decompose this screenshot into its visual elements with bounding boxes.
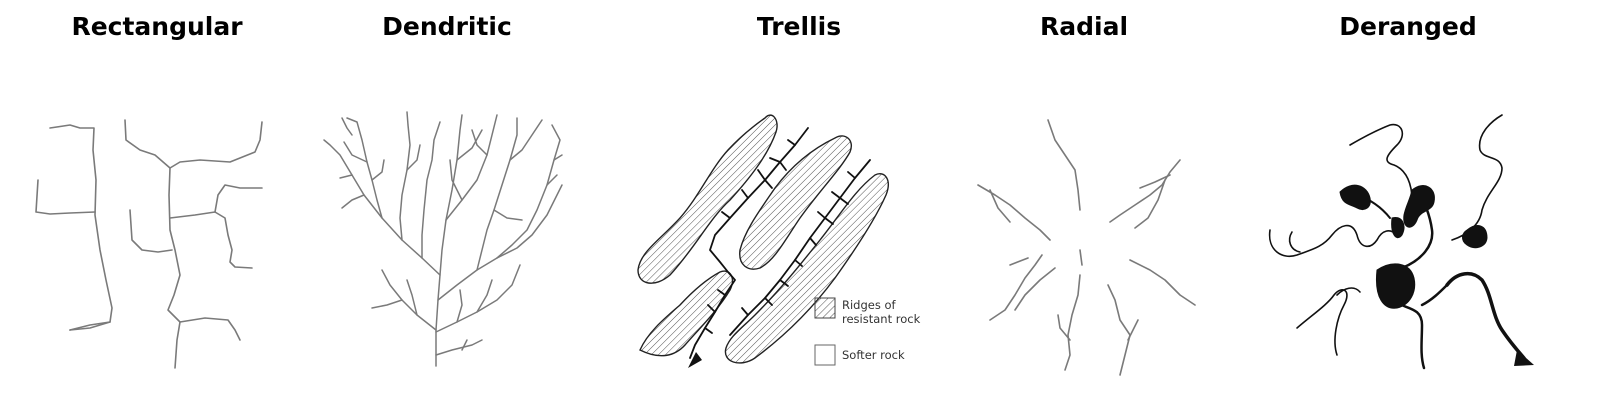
stream-mid-upper [124,119,171,169]
ridge-2 [739,135,852,270]
deranged-outlet-stream [1445,272,1526,360]
trellis-stream-2 [729,159,871,336]
radial-stream-se-trib [1127,319,1139,341]
branch-left-sub1 [341,194,365,209]
deranged-stream-left-spur [1288,231,1301,253]
branch-right-low3 [456,289,463,323]
branch-left-sub3 [371,159,385,181]
deranged-stream-top-left [1349,123,1413,201]
ridge-3 [724,173,889,364]
deranged-connector [1420,283,1449,307]
legend-ridges-label: Ridges of resistant rock [842,298,920,326]
rectangular-diagram [35,119,263,369]
radial-diagram [977,119,1196,376]
branch-right-sub4 [546,174,558,186]
stream-left [49,124,113,331]
legend-ridges-line2: resistant rock [842,312,921,326]
title-radial: Radial [1039,12,1129,41]
stream-main [167,121,263,369]
deranged-lake-1 [1339,184,1371,211]
branch-left-low [381,269,437,331]
trellis-main-stream [689,127,809,359]
deranged-diagram [1268,114,1534,370]
deranged-lake-5 [1462,225,1488,249]
radial-stream-nw-trib [989,189,1011,223]
branch-left-sub4 [406,144,421,171]
trellis-outlet-arrow [688,352,702,368]
legend-softer-swatch [814,344,836,366]
radial-stream-s [1064,274,1081,371]
branch-right-sub3 [493,209,523,221]
branch-right-sub5 [449,159,463,201]
branch-right-low2 [476,279,493,313]
legend-ridges-line1: Ridges of [842,298,896,312]
branch-left-2 [346,117,383,219]
branch-left-3 [399,111,411,241]
radial-stream-se [1107,284,1131,376]
branch-right-sub2 [509,119,543,161]
stream-bottom [179,317,241,341]
title-trellis: Trellis [756,12,842,41]
branch-left-sub2 [339,174,353,179]
stream-right-upper [214,184,263,213]
title-deranged: Deranged [1339,12,1477,41]
radial-stream-n [1047,119,1081,211]
branch-right-sub1 [471,129,488,156]
deranged-stream-top-right [1451,114,1503,241]
legend-ridges-swatch [814,297,836,319]
deranged-stream-left [1268,224,1398,257]
radial-stream-ne [1109,159,1181,223]
legend-softer-label: Softer rock [842,348,905,362]
branch-left-4 [421,121,441,259]
branch-left-low2 [406,279,418,316]
title-dendritic: Dendritic [382,12,512,41]
deranged-lake-4 [1375,263,1416,309]
deranged-lake-3 [1391,216,1405,239]
radial-stream-sw2 [1014,267,1056,311]
trellis-diagram [637,114,889,368]
deranged-stream-lower-left2 [1336,287,1361,296]
dendritic-diagram [323,111,563,367]
branch-right-3 [476,117,518,271]
stream-mid [129,209,173,253]
title-rectangular: Rectangular [71,12,243,41]
radial-stream-n2 [1079,249,1083,266]
deranged-stream-lower-left [1296,289,1348,356]
radial-stream-sw [989,254,1043,321]
stream-bottom-left [69,321,111,331]
radial-stream-s-trib [1057,314,1071,341]
branch-right-low [435,264,521,333]
trunk [435,114,463,367]
radial-stream-ne-trib [1134,179,1166,229]
branch-right-2 [445,114,498,221]
branch-right-main [437,184,563,301]
stream-right [169,211,253,269]
branch-left-sub5 [343,141,368,163]
branch-right-4 [496,124,561,259]
branch-left-sub6 [341,117,353,136]
branch-right-high [456,129,483,161]
radial-stream-w [1009,257,1029,266]
branch-right-low5 [461,339,468,351]
branch-right-sub6 [553,154,563,161]
branch-right-low4 [435,339,483,356]
deranged-outlet-arrow [1514,350,1534,366]
radial-stream-ne-trib2 [1139,174,1171,189]
radial-stream-e [1129,259,1196,306]
branch-left-low3 [371,299,403,309]
radial-stream-nw [977,184,1051,241]
ridge-1 [637,114,778,284]
stream-left-spur [35,179,96,215]
deranged-lake-2 [1403,185,1435,228]
